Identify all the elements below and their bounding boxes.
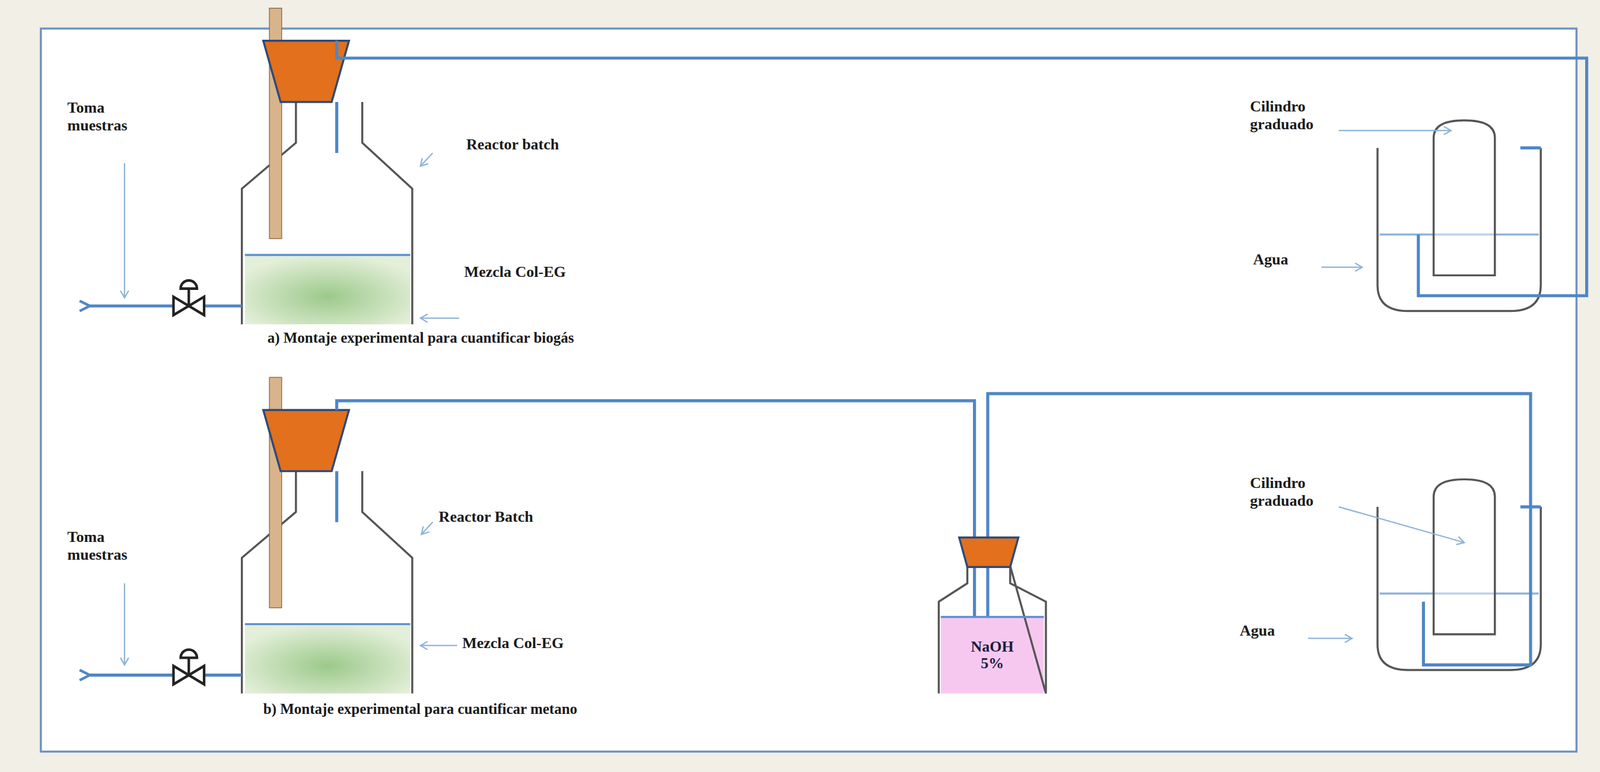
cylinder-label: Cilindro graduado	[1249, 474, 1328, 511]
naoh-trap-bottle: NaOH 5%	[940, 617, 1045, 695]
cylinder-label: Cilindro graduado	[1249, 97, 1328, 134]
reactor-label: Reactor Batch	[439, 508, 534, 527]
figure-caption: b) Montaje experimental para cuantificar…	[263, 701, 578, 719]
mixture-label: Mezcla Col-EG	[464, 263, 566, 282]
sample-port-label: Toma muestras	[67, 99, 146, 135]
reagent-label: NaOH 5%	[968, 638, 1017, 673]
sample-port-label: Toma muestras	[67, 528, 146, 565]
figure-caption: a) Montaje experimental para cuantificar…	[267, 329, 575, 348]
water-label: Agua	[1239, 622, 1275, 641]
mixture-label: Mezcla Col-EG	[462, 634, 564, 653]
reactor-label: Reactor batch	[466, 135, 559, 154]
water-label: Agua	[1252, 250, 1288, 269]
